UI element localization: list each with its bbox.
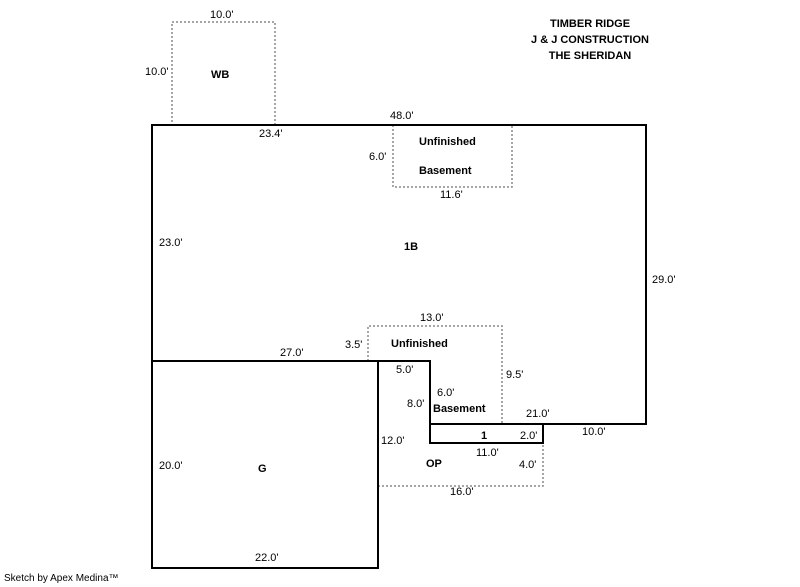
dim-one-bottom: 11.0' — [476, 447, 499, 459]
dim-top-a: 23.4' — [259, 128, 283, 140]
label-basement-top: Basement — [419, 165, 472, 177]
main-level-outline — [151, 124, 647, 425]
dim-r21: 21.0' — [526, 408, 550, 420]
label-1: 1 — [481, 430, 488, 442]
dim-step-a: 5.0' — [396, 364, 414, 376]
area-1-outline — [429, 423, 544, 444]
label-basement-lower: Basement — [433, 403, 486, 415]
label-garage: G — [258, 463, 267, 475]
open-porch-outline — [378, 443, 544, 487]
label-1b: 1B — [404, 241, 419, 253]
dim-unf-bottom: 11.6' — [440, 189, 463, 201]
dim-r10: 10.0' — [582, 426, 606, 438]
dim-unf2-top: 13.0' — [420, 312, 444, 324]
dim-one-right: 2.0' — [520, 430, 538, 442]
unfinished-basement-lower-outline — [367, 325, 503, 424]
dim-op-left: 12.0' — [381, 435, 405, 447]
dim-g-left: 20.0' — [159, 460, 183, 472]
dim-left-main: 23.0' — [159, 237, 183, 249]
dim-op-right: 4.0' — [519, 459, 537, 471]
garage-outline — [151, 360, 379, 569]
header-line-3: THE SHERIDAN — [548, 50, 632, 62]
unfinished-basement-top-outline — [392, 125, 513, 188]
dim-right-main: 29.0' — [652, 274, 676, 286]
header-line-2: J & J CONSTRUCTION — [531, 34, 649, 46]
dim-wb-top: 10.0' — [210, 9, 234, 21]
dim-top-b: 48.0' — [390, 110, 414, 122]
dim-g-bottom: 22.0' — [255, 552, 279, 564]
label-wb: WB — [211, 69, 230, 81]
dim-unf-left: 6.0' — [369, 151, 387, 163]
dim-step-b: 8.0' — [407, 398, 425, 410]
label-op: OP — [426, 458, 442, 470]
dim-op-bottom: 16.0' — [450, 486, 474, 498]
footer-credit: Sketch by Apex Medina™ — [4, 573, 119, 584]
header-line-1: TIMBER RIDGE — [549, 18, 631, 30]
dim-wb-left: 10.0' — [145, 66, 169, 78]
label-unfinished-lower: Unfinished — [391, 338, 448, 350]
dim-step-c: 6.0' — [437, 387, 455, 399]
label-unfinished-top: Unfinished — [419, 136, 476, 148]
dim-unf2-right: 9.5' — [506, 369, 524, 381]
dim-unf2-left: 3.5' — [345, 339, 363, 351]
dim-g-top: 27.0' — [280, 347, 304, 359]
